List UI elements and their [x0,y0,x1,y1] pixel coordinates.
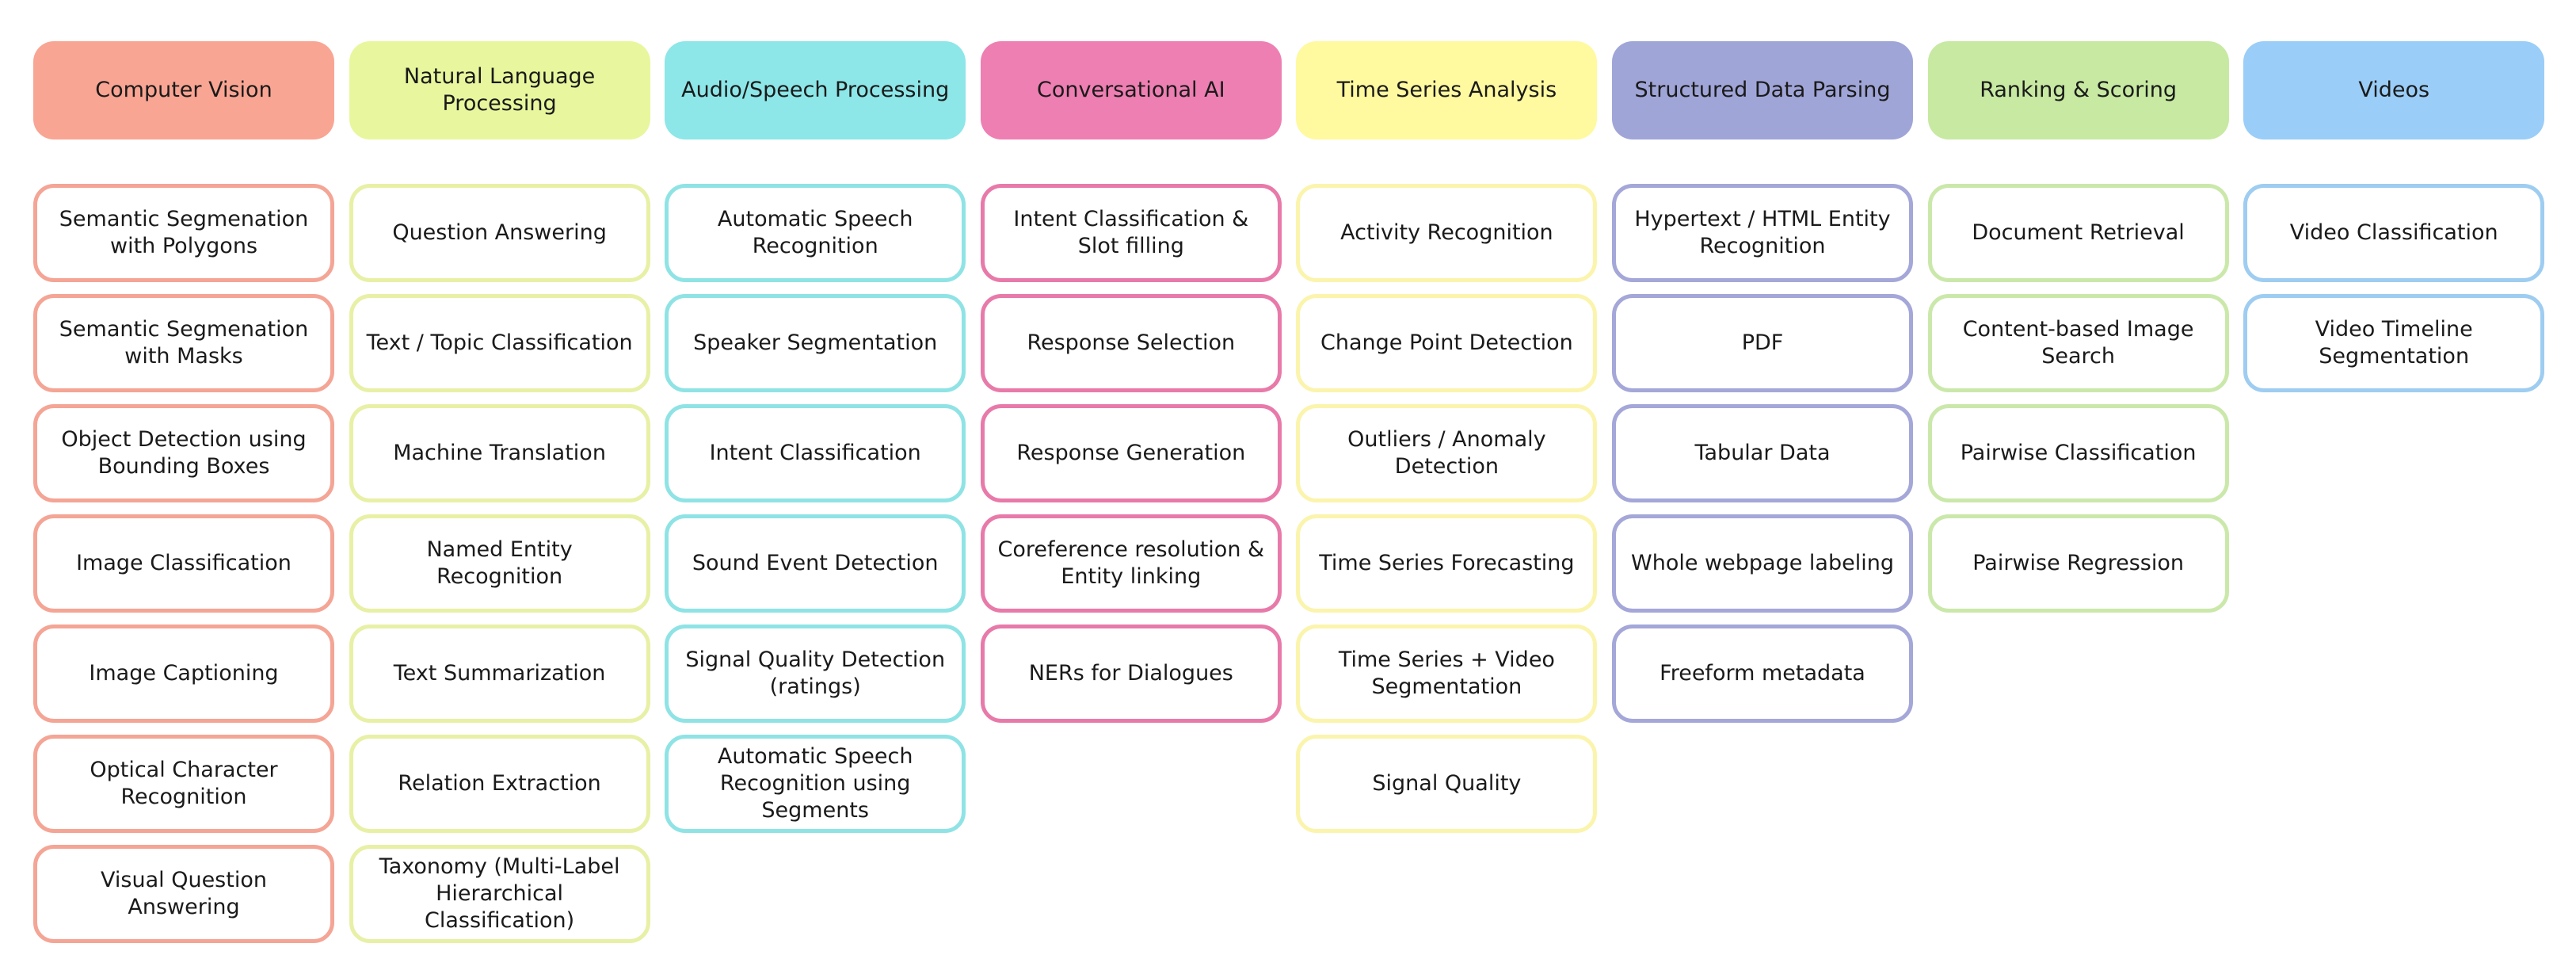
task-card: Intent Classification & Slot filling [980,184,1282,282]
task-card: Sound Event Detection [665,514,966,613]
task-card: Taxonomy (Multi-Label Hierarchical Class… [349,845,650,943]
task-card: Signal Quality Detection (ratings) [665,625,966,723]
category-header: Structured Data Parsing [1612,41,1913,139]
task-card: Pairwise Classification [1927,404,2229,502]
task-card: Freeform metadata [1612,625,1913,723]
task-card: Video Classification [2243,184,2545,282]
task-card: Text / Topic Classification [349,294,650,392]
task-card: Relation Extraction [349,735,650,833]
category-header: Computer Vision [33,41,334,139]
task-card: Whole webpage labeling [1612,514,1913,613]
task-card: Response Selection [980,294,1282,392]
task-card: Change Point Detection [1296,294,1598,392]
task-card: Object Detection using Bounding Boxes [33,404,334,502]
category-column-conversational-ai: Conversational AI Intent Classification &… [980,41,1282,723]
category-header: Natural Language Processing [349,41,650,139]
task-card: Optical Character Recognition [33,735,334,833]
task-card: Text Summarization [349,625,650,723]
task-card: Pairwise Regression [1927,514,2229,613]
task-card: Tabular Data [1612,404,1913,502]
task-card: Intent Classification [665,404,966,502]
task-card: Coreference resolution & Entity linking [980,514,1282,613]
task-card: Activity Recognition [1296,184,1598,282]
category-header: Conversational AI [980,41,1282,139]
task-card: Machine Translation [349,404,650,502]
task-card: Content-based Image Search [1927,294,2229,392]
task-card: Time Series Forecasting [1296,514,1598,613]
task-card: Response Generation [980,404,1282,502]
task-card: Speaker Segmentation [665,294,966,392]
task-card: Automatic Speech Recognition [665,184,966,282]
task-card: Hypertext / HTML Entity Recognition [1612,184,1913,282]
task-card: Semantic Segmenation with Polygons [33,184,334,282]
task-card: Image Captioning [33,625,334,723]
task-card: NERs for Dialogues [980,625,1282,723]
task-card: Time Series + Video Segmentation [1296,625,1598,723]
category-header: Videos [2243,41,2545,139]
task-card: Document Retrieval [1927,184,2229,282]
task-card: Video Timeline Segmentation [2243,294,2545,392]
task-card: Named Entity Recognition [349,514,650,613]
task-card: Automatic Speech Recognition using Segme… [665,735,966,833]
category-header: Time Series Analysis [1296,41,1598,139]
task-card: PDF [1612,294,1913,392]
task-card: Outliers / Anomaly Detection [1296,404,1598,502]
task-card: Image Classification [33,514,334,613]
task-card: Semantic Segmenation with Masks [33,294,334,392]
task-card: Signal Quality [1296,735,1598,833]
task-card: Question Answering [349,184,650,282]
category-header: Ranking & Scoring [1927,41,2229,139]
category-header: Audio/Speech Processing [665,41,966,139]
task-card: Visual Question Answering [33,845,334,943]
